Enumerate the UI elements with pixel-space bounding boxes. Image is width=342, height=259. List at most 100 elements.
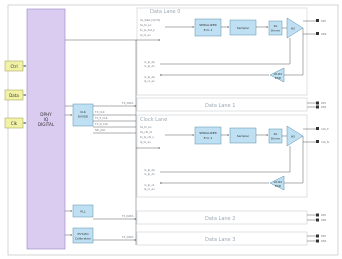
pin-ctrl: Ctrl (4, 60, 27, 72)
output-label: DP0 (321, 19, 326, 23)
signal-label: SPI_CLK (95, 128, 106, 132)
clock-divider: CLK DIVIDE TX_CLK TX_P_CLK TX_N_CLK SPI_… (65, 103, 136, 134)
core-line3: DIGITAL (38, 122, 55, 127)
pin-data: Data (4, 89, 27, 101)
signal-label: lp_rx_en (144, 187, 155, 191)
lane-clock: Clock Lane hs_tx_en hs_clk_ck tx_lp_clk_… (136, 114, 329, 198)
outer-frame (7, 4, 339, 256)
signal-label: rx_lp_dp (144, 75, 155, 79)
lane-clock-title: Clock Lane (140, 117, 167, 123)
clkgen-label-2: DIVIDE (78, 115, 88, 119)
signal-label: TX_CLK (95, 110, 105, 114)
core-line2: IQ (44, 117, 49, 122)
output-pad (316, 19, 319, 22)
digital-core: DPHY IQ DIGITAL (26, 8, 66, 250)
clkgen-outputs: TX_CLK TX_P_CLK TX_N_CLK SPI_CLK (95, 110, 108, 132)
output-label: DN1 (321, 105, 327, 109)
signal-label: rx_lp_ck (144, 183, 155, 187)
signal-label: TX_DATA (122, 214, 134, 218)
hs-tx-driver (286, 125, 304, 147)
output-pad (316, 239, 319, 243)
output-label: DP3 (321, 234, 326, 238)
hs-tx-driver (286, 17, 304, 39)
signal-label: lp_tx_en (140, 140, 151, 144)
calibration-label: PVT/ZQ (77, 232, 89, 236)
lane-data-2-title: Data Lane 2 (205, 216, 235, 222)
signal-label: TX_P_CLK (95, 116, 108, 120)
signal-label: lp_tx_en (140, 33, 151, 37)
output-pad (316, 105, 319, 109)
driver-label-2: Driver (271, 29, 281, 33)
signal-label: rx_lp_dp (144, 60, 155, 64)
serializer-block (194, 18, 222, 37)
output-label: DN0 (321, 32, 327, 36)
sampler-label: Sampler (237, 134, 250, 138)
lane-data-0: Data Lane 0 hs_data_tx[7:0] hs_tx_en tx_… (136, 7, 327, 96)
clock-lp-signals: rx_lp_dp rx_lp_dn rx_lp_ck lp_rx_en (144, 168, 155, 191)
signal-label: hs_clk_ck (140, 130, 153, 134)
core-line1: DPHY (40, 112, 52, 117)
output-label: DP2 (321, 213, 326, 217)
pin-clk-label: Clk (11, 121, 18, 126)
output-label: DN2 (321, 218, 327, 222)
signal-label: hs_data_tx[7:0] (140, 18, 160, 22)
signal-label: TX_DATA (122, 101, 134, 105)
lane-data-3-title: Data Lane 3 (205, 237, 235, 243)
output-pad (316, 218, 319, 222)
output-pad (316, 101, 319, 105)
lane0-lp-signals: rx_lp_dp rx_lp_dn rx_lp_dp lp_rx_en (144, 60, 155, 83)
signal-label: rx_lp_dn (144, 172, 155, 176)
lp-rx-label: LP-RX (274, 180, 283, 184)
lane-data-2: Data Lane 2 TX_DATA DP2 DN2 (93, 210, 327, 225)
hs-label: HS (291, 27, 295, 31)
serializer-label: SERIALIZER (199, 23, 216, 27)
output-label: DN3 (321, 239, 327, 243)
serializer-label: SERIALIZER (199, 131, 216, 135)
sampler-label: Sampler (237, 26, 250, 30)
driver-label-2: Driver (271, 137, 281, 141)
pin-ctrl-label: Ctrl (10, 64, 17, 69)
clkgen-label: CLK (80, 110, 87, 114)
output-label: DP1 (321, 101, 326, 105)
output-pad (316, 234, 319, 238)
clock-distribution (65, 39, 161, 245)
lane-data-1: Data Lane 1 TX_DATA DP1 DN1 (65, 97, 327, 112)
signal-label: rx_lp_dp (144, 168, 155, 172)
serializer-ratio: 8 to 1 (204, 28, 213, 32)
output-pad (316, 140, 319, 143)
lp-rx-label-2: ESD (275, 184, 282, 188)
output-pad (316, 127, 319, 130)
pin-data-label: Data (9, 93, 19, 98)
calibration-block: PVT/ZQ Calibration (65, 227, 94, 244)
pll-label: PLL (80, 210, 85, 214)
clock-hs-signals: hs_tx_en hs_clk_ck tx_lp_clk_n lp_tx_en (140, 125, 154, 144)
signal-label: tx_lp_clk_n (140, 135, 154, 139)
signal-label: tx_lp_dat_p (140, 28, 155, 32)
signal-label: lp_rx_en (144, 79, 155, 83)
signal-label: hs_tx_en (140, 23, 152, 27)
lane-data-3: Data Lane 3 TX_DATA DP3 DN3 (93, 231, 327, 246)
pll-block: PLL (65, 204, 94, 218)
driver-label: Rx (274, 132, 278, 136)
signal-label: TX_DATA (122, 235, 134, 239)
output-pad (316, 213, 319, 217)
signal-label: rx_lp_dn (144, 64, 155, 68)
driver-label: Rx (274, 24, 278, 28)
lane0-hs-signals: hs_data_tx[7:0] hs_tx_en tx_lp_dat_p lp_… (140, 18, 160, 37)
signal-label: TX_N_CLK (95, 122, 108, 126)
signal-label: hs_tx_en (140, 125, 152, 129)
output-label: CLK_N (321, 140, 329, 144)
pin-clk: Clk (4, 117, 27, 129)
lp-rx-label: LP-RX (274, 72, 283, 76)
lp-rx-label-2: ESD (275, 76, 282, 80)
lane-data-0-title: Data Lane 0 (150, 9, 180, 15)
output-label: CLK_P (321, 127, 329, 131)
sampler-block (229, 127, 257, 144)
lane-data-1-title: Data Lane 1 (205, 103, 235, 109)
serializer-ratio: 8 to 1 (204, 136, 213, 140)
calibration-label-2: Calibration (75, 237, 91, 241)
serializer-block (194, 126, 222, 145)
output-pad (316, 32, 319, 35)
sampler-block (229, 19, 257, 36)
